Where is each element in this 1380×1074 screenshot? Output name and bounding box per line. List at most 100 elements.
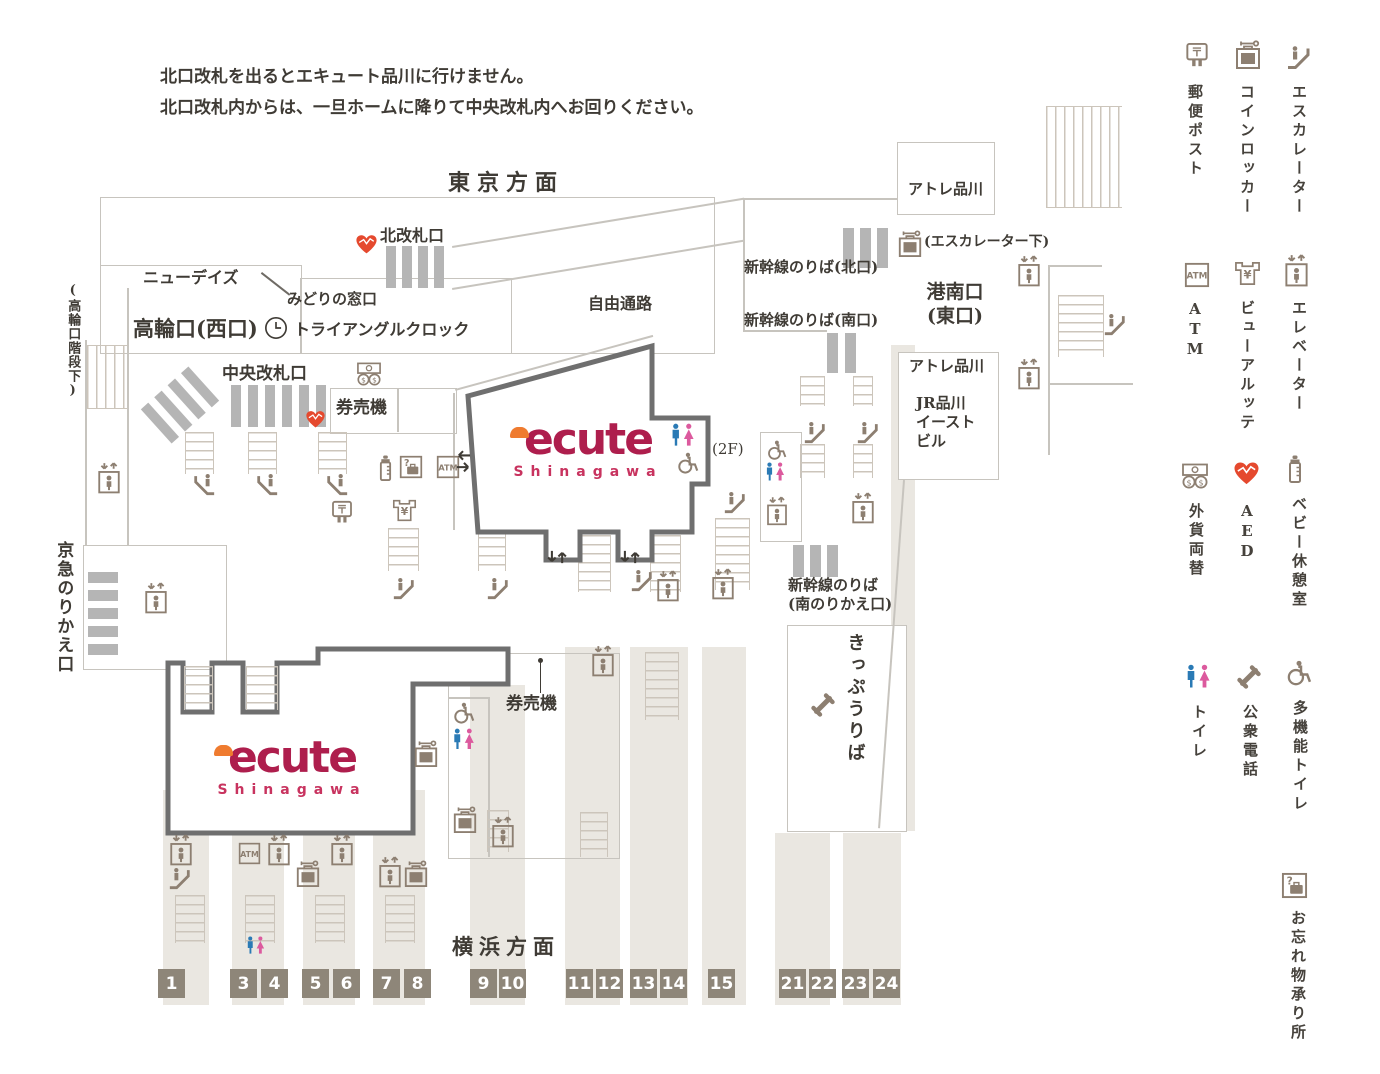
jr-east-label: JR品川 イースト ビル	[916, 394, 975, 450]
lost-and-found-icon	[1281, 872, 1308, 899]
elevator-icon	[143, 582, 169, 614]
ticket-gate-bar	[316, 385, 326, 427]
stairs	[315, 895, 345, 943]
view-altte-icon	[1234, 260, 1261, 287]
clock-icon	[264, 316, 288, 340]
elevator-icon	[168, 834, 194, 866]
legend-label: エスカレーター	[1290, 84, 1308, 217]
jr-east-line1: JR品川	[916, 394, 966, 412]
ticket-gate-bar	[88, 644, 118, 655]
elevator-icon	[710, 568, 736, 600]
legend-label: 多機能トイレ	[1291, 700, 1309, 814]
wall-line	[397, 388, 399, 432]
ticket-gate-bar	[88, 608, 118, 619]
midori-label: みどりの窓口	[287, 290, 378, 308]
platform-number: 23	[842, 969, 869, 998]
escalator-icon	[168, 866, 192, 890]
platform-number: 7	[373, 969, 400, 998]
elevator-icon	[1016, 255, 1042, 287]
ticket-gate-bar	[282, 385, 292, 427]
wall-line	[448, 697, 488, 699]
shinkansen-transfer-label: 新幹線のりば (南のりかえ口)	[788, 576, 892, 614]
direction-tokyo: 東京方面	[448, 170, 565, 196]
legend-label: エレベーター	[1290, 300, 1308, 414]
platform-number: 8	[404, 969, 431, 998]
stairs	[853, 444, 873, 478]
stairs	[800, 444, 825, 478]
ticket-machine-label: 券売機	[336, 398, 387, 418]
escalator-icon	[803, 420, 827, 444]
elevator-icon	[266, 834, 292, 866]
public-phone-icon	[810, 692, 836, 718]
ticket-gate-bar	[827, 333, 838, 373]
central-gate-label: 中央改札口	[222, 364, 307, 384]
platform-number: 11	[566, 969, 593, 998]
stairs	[318, 432, 347, 474]
platform-number: 14	[660, 969, 687, 998]
wall-line	[85, 340, 87, 545]
shinkansen-north-label: 新幹線のりば(北口)	[744, 258, 879, 276]
legend-label: ATM	[1186, 300, 1204, 360]
legend-label: ベビー休憩室	[1290, 496, 1308, 610]
escalator-icon	[255, 472, 279, 496]
accessible-toilet-icon	[1285, 660, 1312, 687]
wall-line	[743, 198, 745, 332]
view-altte-icon	[392, 498, 417, 523]
wall-line	[488, 697, 490, 857]
wall-line	[453, 393, 455, 530]
ecute-upper-outline	[465, 342, 711, 563]
legend-label: 郵便ポスト	[1186, 84, 1204, 179]
ticket-machine-box	[330, 388, 457, 434]
notice-text: 北口改札を出るとエキュート品川に行けません。 北口改札内からは、一旦ホームに降り…	[160, 62, 704, 125]
wall-line	[1048, 265, 1102, 267]
takanawa-under-label: (高輪口階段下)	[65, 283, 81, 399]
wall-line	[1048, 265, 1050, 455]
ticket-gate-bar	[860, 228, 871, 268]
takanawa-exit-label: 高輪口(西口)	[133, 316, 258, 341]
pointer-dot	[538, 658, 543, 663]
stairs	[800, 376, 825, 406]
coin-locker-icon	[413, 740, 439, 768]
elevator-icon	[96, 462, 122, 494]
ticket-gate-bar	[88, 572, 118, 583]
platform-number: 21	[779, 969, 806, 998]
ticket-gate-bar	[877, 228, 888, 268]
stairs	[578, 535, 611, 592]
currency-exchange-icon	[1180, 463, 1210, 489]
elevator-icon	[1016, 358, 1042, 390]
ecute-shinagawa-text: Shinagawa	[217, 782, 367, 798]
baby-room-icon	[378, 455, 393, 481]
ticket-gate-bar	[402, 246, 412, 288]
shinkansen-south-label: 新幹線のりば(南口)	[744, 311, 879, 329]
ecute-orange-swirl	[214, 745, 233, 756]
ticket-gate-bar	[231, 385, 241, 427]
platform-number: 3	[230, 969, 257, 998]
public-phone-icon	[1236, 664, 1262, 690]
ticket-gate-bar	[810, 545, 821, 577]
ticket-gate-bar	[418, 246, 428, 288]
ecute-wordmark: ecute	[227, 732, 358, 783]
ecute-wordmark: ecute	[523, 414, 654, 465]
toilet-icon	[668, 423, 697, 450]
escalator-icon	[325, 472, 349, 496]
stairs	[388, 528, 419, 571]
accessible-toilet-icon	[452, 702, 475, 725]
ecute-lower-outline	[165, 646, 511, 836]
baby-room-icon	[1287, 455, 1303, 483]
north-gate-label: 北改札口	[380, 226, 445, 245]
stairs	[645, 652, 679, 720]
platform-number: 6	[333, 969, 360, 998]
escalator-icon	[723, 490, 747, 514]
platform-number: 12	[596, 969, 623, 998]
wall-line	[127, 288, 129, 545]
free-passage-label: 自由通路	[588, 294, 653, 313]
pointer-line	[540, 661, 541, 693]
toilet-icon	[450, 728, 477, 753]
ticket-gate-bar	[386, 246, 396, 288]
jr-east-building-box	[898, 352, 999, 480]
toilet-icon	[763, 462, 787, 484]
stairs	[1058, 295, 1104, 357]
direction-yokohama: 横浜方面	[452, 934, 560, 959]
toilet-icon	[244, 936, 267, 957]
coin-locker-icon	[295, 860, 321, 888]
